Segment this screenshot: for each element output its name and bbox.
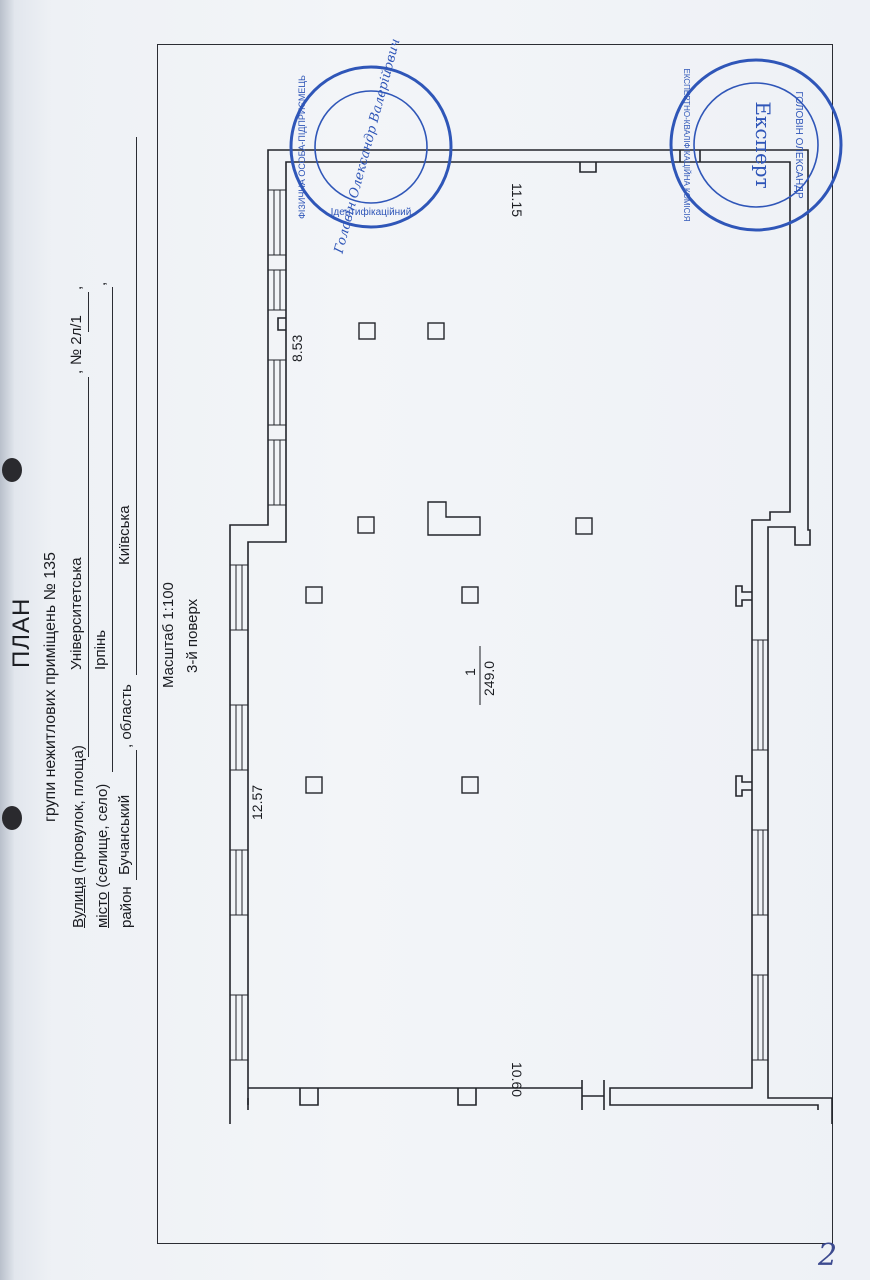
dimension-10-60: 10.60 [509,1062,525,1097]
room-area: 249.0 [481,661,497,696]
stamp-left-ring: ФІЗИЧНА ОСОБА-ПІДПРИЄМЕЦЬ [297,75,307,219]
page-mark: 2 [818,1238,838,1273]
punch-hole-bottom [2,806,22,830]
column-5 [305,586,323,604]
bottom-pilaster-2 [735,775,752,797]
window-2 [230,704,248,771]
dimension-8-53: 8.53 [289,335,305,362]
top-notch [679,150,701,162]
column-7 [305,776,323,794]
entry-notch [581,1080,605,1110]
stamp-left: Головін Олександр Валерійович Ідентифіка… [289,37,453,256]
column-6 [461,586,479,604]
window-6 [268,269,286,311]
window-10 [752,829,768,916]
stamp-right-name: ГОЛОВІН ОЛЕКСАНДР [793,91,804,199]
window-11 [752,974,768,1061]
left-pilaster-2 [457,1088,477,1106]
stamp-right-word: Експерт [751,101,775,188]
window-8 [268,439,286,506]
drawing-frame [157,44,833,1244]
room-number: 1 [462,668,478,676]
binder-edge [0,0,14,1280]
inner-wall [247,161,819,1110]
stamp-left-id: Ідентифікаційний [331,206,412,218]
window-1 [230,564,248,631]
column-1 [358,322,376,340]
stamp-right-ring: ЕКСПЕРТНО-КВАЛІФІКАЦІЙНА КОМІСІЯ [682,69,691,222]
window-7 [268,359,286,426]
column-3 [357,516,375,534]
window-9 [752,639,768,751]
left-pilaster-1 [247,1088,319,1106]
window-3 [230,849,248,916]
window-5 [268,189,286,256]
column-l-shaped [427,501,481,536]
punch-hole-top [2,458,22,482]
right-pilaster-2 [579,162,597,173]
window-4 [230,994,248,1061]
column-4 [575,517,593,535]
dimension-12-57: 12.57 [249,785,265,820]
right-pilaster-top [277,317,286,331]
bottom-pilaster-1 [735,585,752,607]
column-2 [427,322,445,340]
dimension-11-15: 11.15 [509,183,525,217]
stamp-right: Експерт ГОЛОВІН ОЛЕКСАНДР ЕКСПЕРТНО-КВАЛ… [669,58,843,232]
column-8 [461,776,479,794]
outer-wall [229,149,833,1124]
